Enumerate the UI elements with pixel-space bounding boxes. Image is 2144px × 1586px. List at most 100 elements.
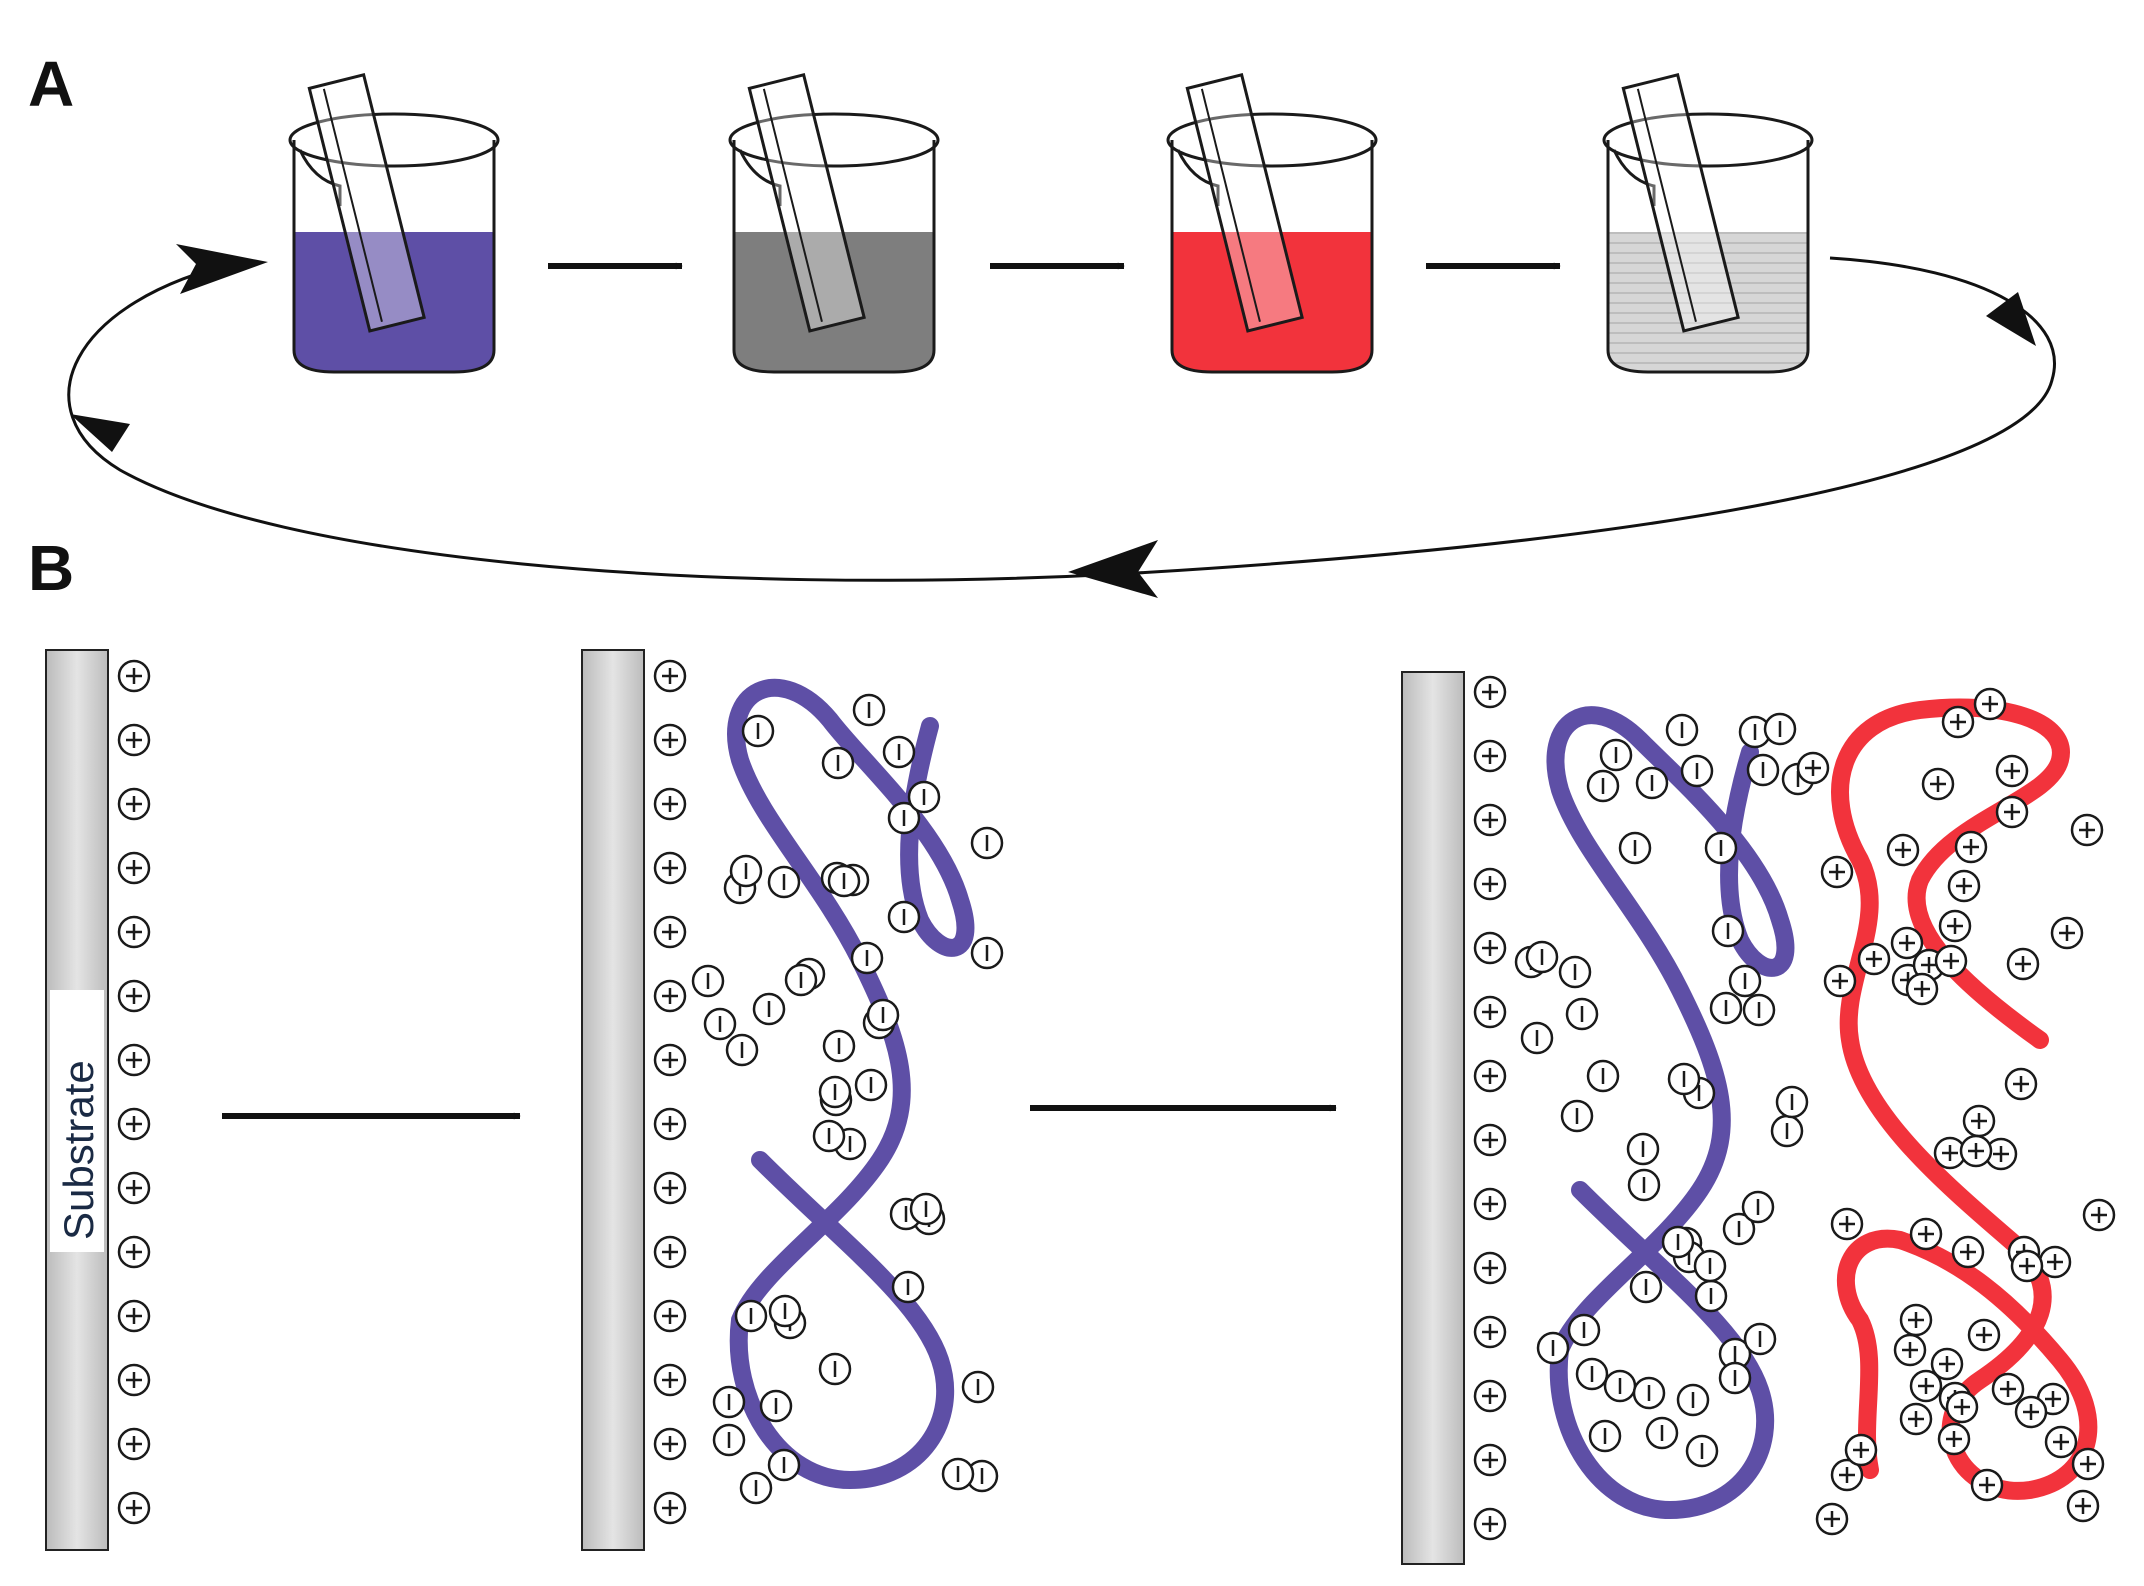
anion-ion bbox=[741, 714, 775, 748]
anion-ion bbox=[891, 1270, 925, 1304]
cation-ion bbox=[117, 1171, 151, 1205]
anion-ion bbox=[734, 1299, 768, 1333]
anion-ion bbox=[1676, 1383, 1710, 1417]
substrate-label: Substrate bbox=[55, 1060, 102, 1240]
anion-ion bbox=[1603, 1369, 1637, 1403]
cation-ion bbox=[1970, 1468, 2004, 1502]
beaker-glass bbox=[292, 140, 496, 374]
cation-ion bbox=[117, 1043, 151, 1077]
anion-ion bbox=[1525, 940, 1559, 974]
cation-ion bbox=[1905, 972, 1939, 1006]
cation-ion bbox=[1473, 1187, 1507, 1221]
beaker-rim bbox=[1166, 112, 1378, 168]
beaker-liquid bbox=[294, 232, 494, 372]
cation-ion bbox=[117, 1107, 151, 1141]
cation-ion bbox=[2014, 1395, 2048, 1429]
cation-ion bbox=[1473, 1507, 1507, 1541]
anion-ion bbox=[1743, 1322, 1777, 1356]
anion-ion bbox=[1618, 831, 1652, 865]
cation-ion bbox=[1473, 1443, 1507, 1477]
anion-ion bbox=[854, 1068, 888, 1102]
slide-edge bbox=[1636, 88, 1697, 323]
anion-ion bbox=[850, 941, 884, 975]
cation-ion bbox=[1937, 1422, 1971, 1456]
cation-ion bbox=[2004, 1067, 2038, 1101]
cation-ion bbox=[1933, 1136, 1967, 1170]
cation-ion bbox=[653, 787, 687, 821]
beaker-spout bbox=[1612, 149, 1656, 206]
cation-ion bbox=[117, 851, 151, 885]
cycle-arrowhead-right bbox=[1986, 292, 2036, 346]
anion-ion bbox=[1520, 1021, 1554, 1055]
cation-ion bbox=[1830, 1458, 1864, 1492]
cation-ion bbox=[2044, 1425, 2078, 1459]
cation-ion bbox=[653, 659, 687, 693]
cation-ion bbox=[1857, 942, 1891, 976]
beaker-spout bbox=[298, 149, 342, 206]
slide-edge bbox=[762, 88, 823, 323]
cation-ion bbox=[1930, 1347, 1964, 1381]
anion-ion bbox=[1629, 1270, 1663, 1304]
cation-ion bbox=[653, 1491, 687, 1525]
dipping-slide bbox=[307, 73, 426, 333]
ion-layer bbox=[117, 659, 2116, 1541]
anion-ion bbox=[907, 780, 941, 814]
anion-ion bbox=[1627, 1168, 1661, 1202]
anion-ion bbox=[822, 1029, 856, 1063]
cation-ion bbox=[1951, 1235, 1985, 1269]
cation-ion bbox=[1796, 751, 1830, 785]
cation-ion bbox=[117, 787, 151, 821]
anion-ion bbox=[818, 1075, 852, 1109]
cation-ion bbox=[117, 659, 151, 693]
dipping-slide bbox=[1185, 73, 1304, 333]
anion-ion bbox=[1775, 1085, 1809, 1119]
beaker-spout bbox=[1176, 149, 1220, 206]
beaker-row bbox=[288, 73, 1814, 374]
anion-ion bbox=[1536, 1331, 1570, 1365]
cation-ion bbox=[1893, 1333, 1927, 1367]
anion-ion bbox=[1567, 1313, 1601, 1347]
cation-ion bbox=[653, 979, 687, 1013]
cation-ion bbox=[653, 1171, 687, 1205]
anion-ion bbox=[1693, 1249, 1727, 1283]
anion-ion bbox=[1586, 1059, 1620, 1093]
cation-ion bbox=[1830, 1207, 1864, 1241]
cycle-arrowhead-bottom bbox=[1068, 540, 1158, 598]
dipping-slide bbox=[1621, 73, 1740, 333]
cation-ion bbox=[653, 723, 687, 757]
anion-ion bbox=[767, 865, 801, 899]
anion-ion bbox=[941, 1457, 975, 1491]
cycle-arrowhead-left bbox=[70, 414, 130, 452]
anion-ion bbox=[812, 1119, 846, 1153]
cation-ion bbox=[1815, 1502, 1849, 1536]
cation-ion bbox=[1473, 675, 1507, 709]
cation-ion bbox=[117, 1491, 151, 1525]
anion-ion bbox=[1742, 993, 1776, 1027]
anion-ion bbox=[1718, 1361, 1752, 1395]
anion-ion bbox=[970, 826, 1004, 860]
cation-ion bbox=[1899, 1303, 1933, 1337]
slide-edge bbox=[322, 88, 383, 323]
anion-ion bbox=[703, 1007, 737, 1041]
anion-ion bbox=[1661, 1225, 1695, 1259]
anion-ion bbox=[1685, 1434, 1719, 1468]
anion-ion bbox=[1722, 1212, 1756, 1246]
cation-ion bbox=[1473, 1315, 1507, 1349]
cation-ion bbox=[1886, 833, 1920, 867]
cation-ion bbox=[1473, 1251, 1507, 1285]
panel-b-label: B bbox=[28, 532, 74, 604]
cation-ion bbox=[1959, 1134, 1993, 1168]
anion-ion bbox=[1728, 964, 1762, 998]
anion-ion bbox=[1711, 914, 1745, 948]
cation-ion bbox=[1984, 1137, 2018, 1171]
anion-ion bbox=[1746, 753, 1780, 787]
cation-ion bbox=[1938, 909, 1972, 943]
cation-ion bbox=[653, 1107, 687, 1141]
anion-ion bbox=[712, 1423, 746, 1457]
anion-ion bbox=[1588, 1419, 1622, 1453]
anion-ion bbox=[1709, 991, 1743, 1025]
anion-ion bbox=[827, 864, 861, 898]
anion-ion bbox=[784, 963, 818, 997]
cation-ion bbox=[2066, 1489, 2100, 1523]
